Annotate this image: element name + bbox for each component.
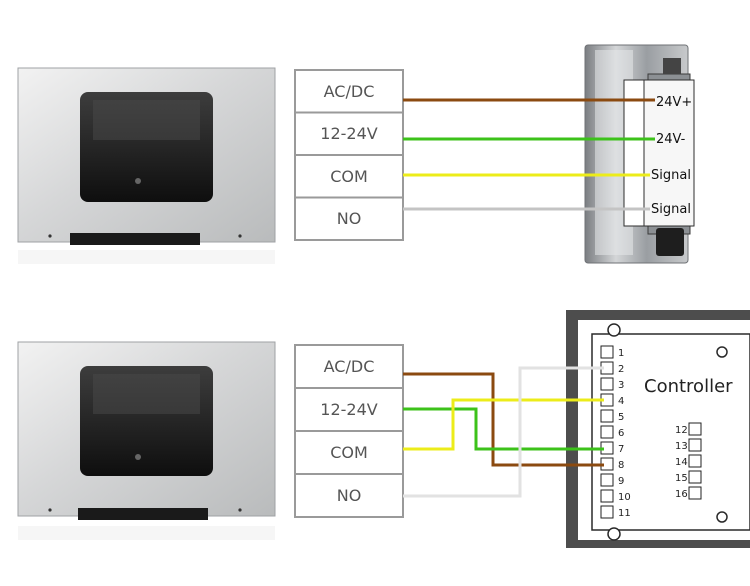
controller-pin-15: 15: [675, 470, 702, 484]
terminal-label-12-24v-bottom: 12-24V: [320, 400, 377, 419]
controller-pin-strip-left: 1 2 3 4 5 6 7 8 9 10 11: [600, 345, 631, 519]
terminal-block-bottom: AC/DC 12-24V COM NO: [294, 344, 404, 518]
pin-number: 3: [618, 380, 624, 391]
terminal-label-com-bottom: COM: [330, 443, 368, 462]
controller-pin-4: 4: [600, 393, 624, 407]
pin-number: 16: [675, 489, 688, 500]
controller-pin-7: 7: [600, 441, 624, 455]
controller-pin-11: 11: [600, 505, 631, 519]
supply-label-signal-1: Signal: [651, 168, 691, 183]
controller-pin-2: 2: [600, 361, 624, 375]
controller-pin-3: 3: [600, 377, 624, 391]
controller-pin-9: 9: [600, 473, 624, 487]
pin-number: 8: [618, 460, 624, 471]
wire-brown-bottom: [403, 372, 604, 467]
power-supply-module: [584, 44, 695, 264]
pin-number: 9: [618, 476, 624, 487]
pin-number: 10: [618, 492, 631, 503]
controller-board: Controller: [566, 310, 750, 548]
pin-number: 2: [618, 364, 624, 375]
exit-switch-plate-top: [17, 67, 276, 264]
wire-yellow-bottom: [403, 398, 604, 451]
controller-pin-10: 10: [600, 489, 631, 503]
terminal-label-12-24v: 12-24V: [320, 124, 377, 143]
terminal-label-com: COM: [330, 167, 368, 186]
wires-top: [403, 98, 655, 211]
wire-gray-bottom: [403, 366, 604, 498]
pin-number: 13: [675, 441, 688, 452]
controller-pin-8: 8: [600, 457, 624, 471]
pin-number: 7: [618, 444, 624, 455]
pin-number: 1: [618, 348, 624, 359]
pin-number: 4: [618, 396, 624, 407]
wires-bottom: [403, 366, 604, 498]
wire-green-bottom: [403, 407, 604, 451]
terminal-label-no-bottom: NO: [337, 486, 362, 505]
controller-pin-5: 5: [600, 409, 624, 423]
pin-number: 12: [675, 425, 688, 436]
supply-label-signal-2: Signal: [651, 202, 691, 217]
controller-pin-13: 13: [675, 438, 702, 452]
controller-pin-12: 12: [675, 422, 702, 436]
pin-number: 14: [675, 457, 688, 468]
supply-label-24v-plus: 24V+: [656, 95, 692, 110]
terminal-block-top: AC/DC 12-24V COM NO: [294, 69, 404, 241]
pin-number: 15: [675, 473, 688, 484]
pin-number: 11: [618, 508, 631, 519]
controller-pin-14: 14: [675, 454, 702, 468]
exit-switch-plate-bottom: [17, 341, 276, 540]
supply-label-24v-minus: 24V-: [656, 132, 686, 147]
terminal-label-acdc: AC/DC: [324, 82, 375, 101]
terminal-label-acdc-bottom: AC/DC: [324, 357, 375, 376]
controller-pin-16: 16: [675, 486, 702, 500]
pin-number: 6: [618, 428, 624, 439]
pin-number: 5: [618, 412, 624, 423]
controller-pin-6: 6: [600, 425, 624, 439]
controller-title: Controller: [644, 376, 733, 397]
terminal-label-no: NO: [337, 209, 362, 228]
controller-pin-1: 1: [600, 345, 624, 359]
controller-pin-strip-right: 12 13 14 15 16: [675, 422, 702, 500]
